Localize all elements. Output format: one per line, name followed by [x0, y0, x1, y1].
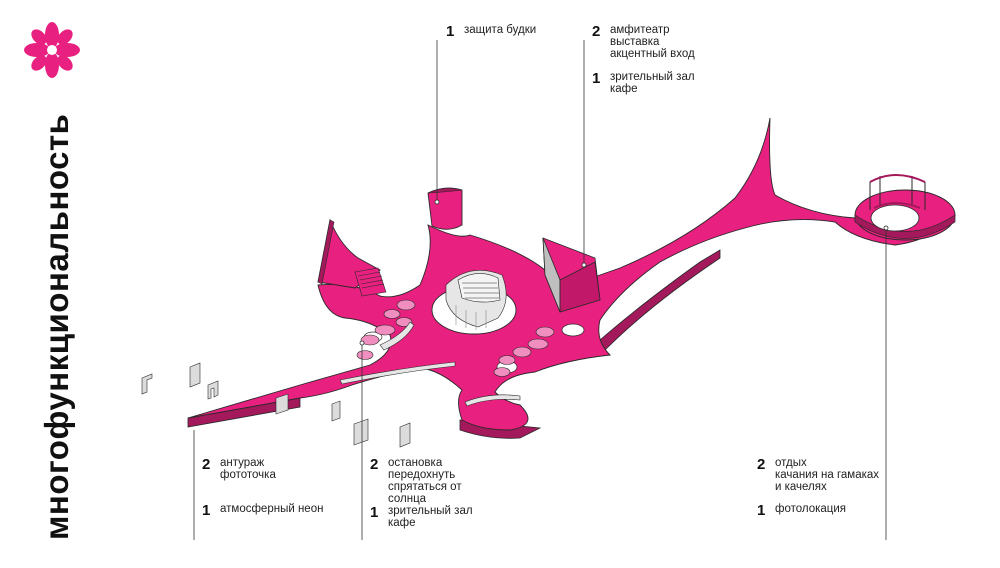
- bench-curved-left: [379, 321, 415, 351]
- annotation-number: 2: [757, 456, 766, 473]
- booth-shield-top: [427, 187, 463, 194]
- annotation-top-right-2: 2 амфитеатр выставка акцентный вход: [592, 24, 695, 60]
- annotation-text: отдых качания на гамаках и качелях: [775, 457, 879, 493]
- annotation-line: фототочка: [220, 469, 276, 481]
- annotation-bottom-middle-1: 1 зрительный зал кафе: [370, 505, 473, 529]
- annotation-number: 2: [370, 456, 379, 473]
- annotation-number: 1: [202, 502, 211, 519]
- platform-side-east: [599, 249, 721, 351]
- annotation-number: 1: [757, 502, 766, 519]
- annotation-line: и качелях: [775, 481, 827, 493]
- annotation-line: зрительный зал: [610, 71, 695, 83]
- shade-umbrellas-left: [356, 299, 416, 360]
- neon-letter-signs: [141, 362, 411, 448]
- annotation-line: отдых: [775, 457, 807, 469]
- annotation-top-right-1: 1 зрительный зал кафе: [592, 71, 695, 95]
- annotation-line: кафе: [388, 517, 416, 529]
- annotation-text: амфитеатр выставка акцентный вход: [610, 24, 695, 60]
- annotation-line: качания на гамаках: [775, 469, 880, 481]
- annotation-line: акцентный вход: [610, 48, 695, 60]
- annotation-text: фотолокация: [775, 503, 846, 515]
- annotation-line: спрятаться от: [388, 481, 462, 493]
- stairs: [354, 267, 387, 297]
- annotation-bottom-right-1: 1 фотолокация: [757, 503, 846, 518]
- northwest-wedge-side: [317, 219, 335, 285]
- annotation-bottom-middle-2: 2 остановка передохнуть спрятаться от со…: [370, 457, 462, 505]
- annotation-text: антураж фототочка: [220, 457, 276, 481]
- annotation-number: 2: [592, 23, 601, 40]
- annotation-line: зрительный зал: [388, 505, 473, 517]
- annotation-text: зрительный зал кафе: [610, 71, 695, 95]
- booth-shield: [427, 187, 463, 230]
- shade-umbrellas-right: [493, 326, 555, 377]
- annotation-line: солнца: [388, 493, 427, 505]
- annotation-text: остановка передохнуть спрятаться от солн…: [388, 457, 462, 505]
- swing-ring-platform: [854, 174, 956, 241]
- annotation-line: выставка: [610, 36, 660, 48]
- annotation-text: защита будки: [464, 24, 536, 36]
- annotation-line: защита будки: [464, 24, 537, 36]
- bench-long-middle: [339, 361, 456, 385]
- leader-lines: [193, 40, 887, 540]
- annotation-line: фотолокация: [775, 503, 847, 515]
- accent-entrance-block: [542, 237, 601, 313]
- annotation-bottom-left-1: 1 атмосферный неон: [202, 503, 323, 518]
- annotation-number: 1: [592, 70, 601, 87]
- annotation-top-center: 1 защита будки: [446, 24, 536, 39]
- annotation-line: остановка: [388, 457, 443, 469]
- hole-2: [561, 323, 585, 337]
- annotation-text: атмосферный неон: [220, 503, 323, 515]
- vertical-title: многофункциональность: [38, 113, 75, 540]
- annotation-text: зрительный зал кафе: [388, 505, 473, 529]
- annotation-line: антураж: [220, 457, 265, 469]
- pink-flower-logo: [24, 22, 80, 78]
- annotation-number: 1: [370, 504, 379, 521]
- annotation-number: 2: [202, 456, 211, 473]
- annotation-line: атмосферный неон: [220, 503, 324, 515]
- annotation-line: передохнуть: [388, 469, 456, 481]
- annotation-line: амфитеатр: [610, 24, 670, 36]
- annotation-line: кафе: [610, 83, 638, 95]
- central-amphitheatre: [445, 270, 507, 330]
- leader-dots: [359, 199, 889, 346]
- bench-curved-bottom: [464, 394, 521, 407]
- annotation-bottom-left-2: 2 антураж фототочка: [202, 457, 276, 481]
- annotation-bottom-right-2: 2 отдых качания на гамаках и качелях: [757, 457, 879, 493]
- annotation-number: 1: [446, 23, 455, 40]
